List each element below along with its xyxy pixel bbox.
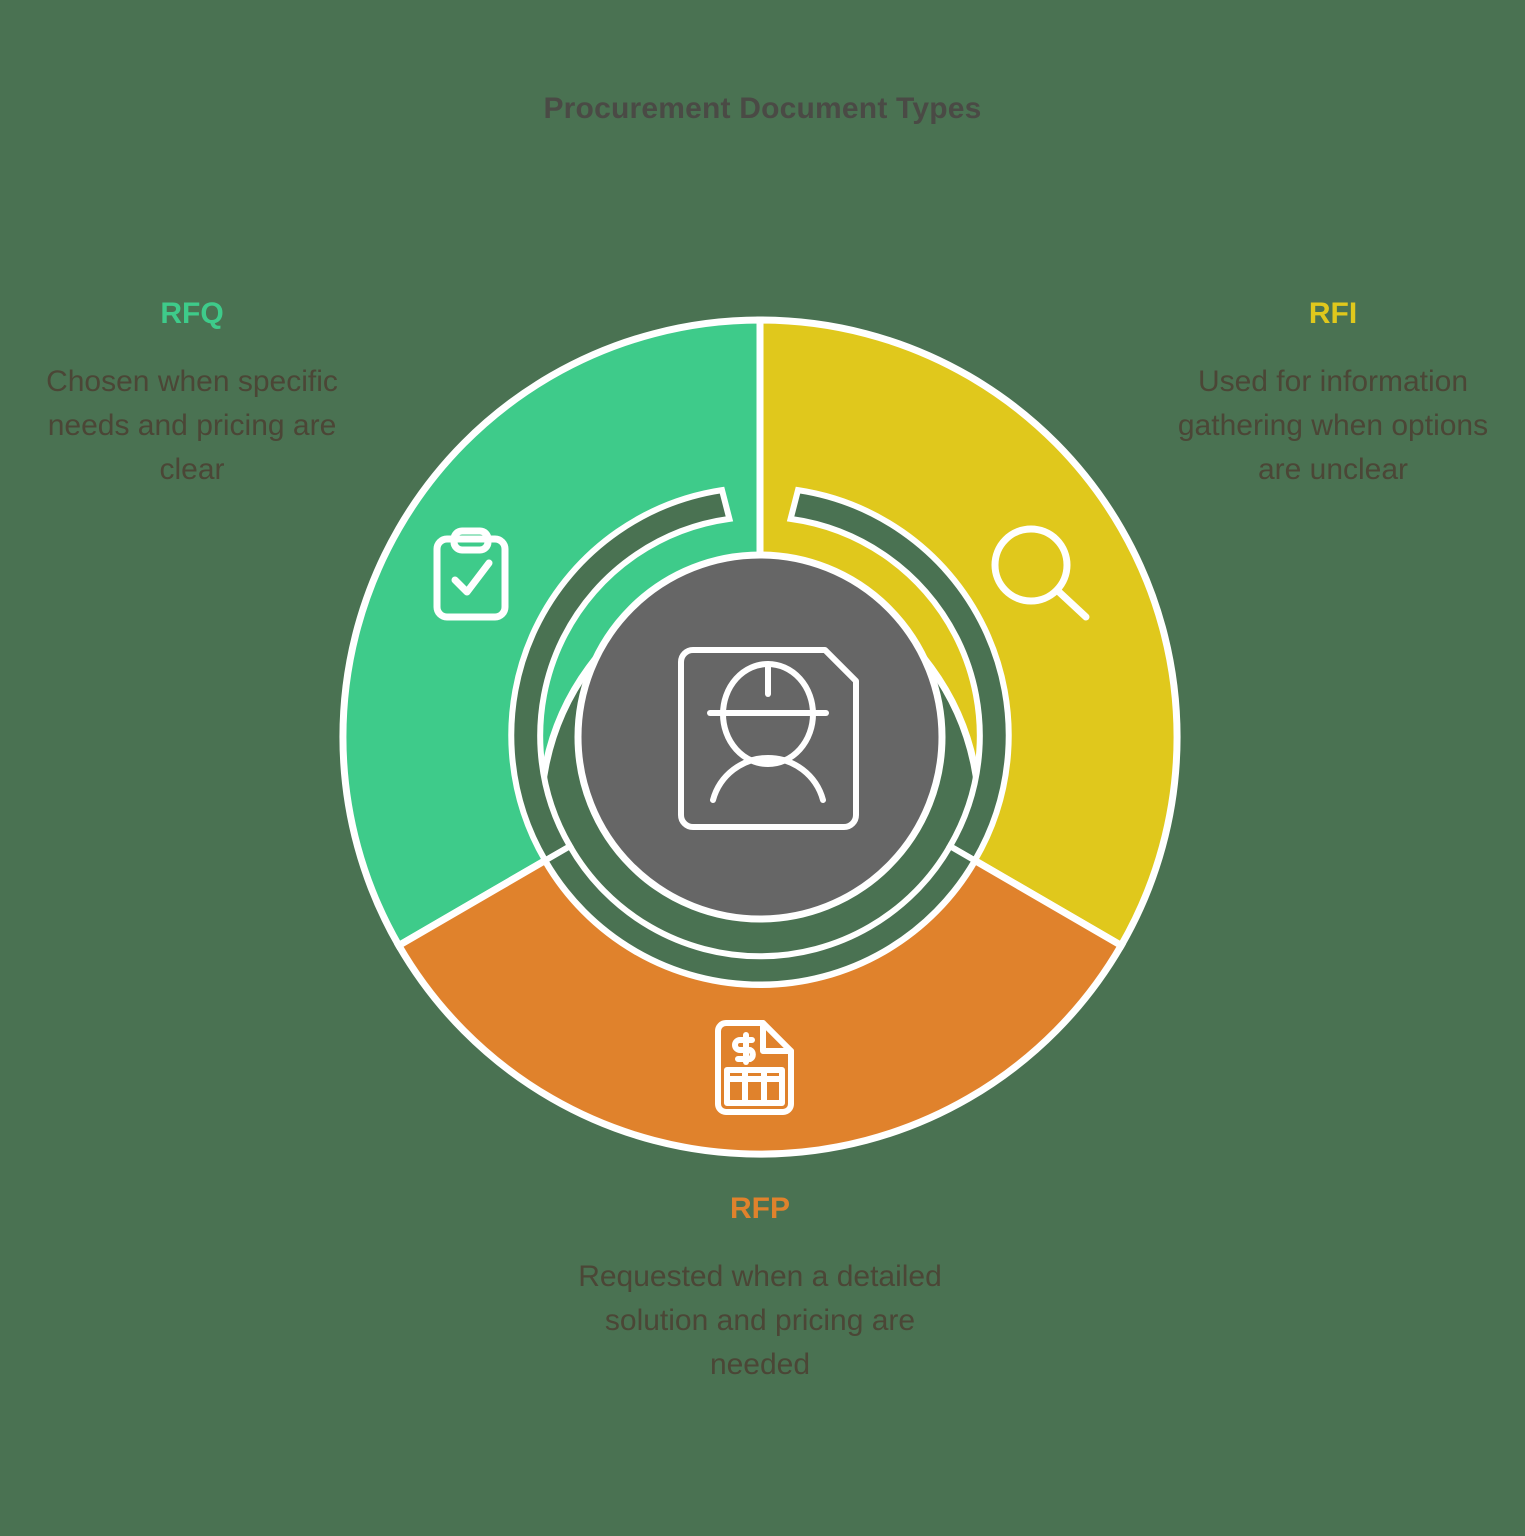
panel-rfi-description: Used for information gathering when opti… [1177, 365, 1489, 487]
spoke-rfp [541, 842, 979, 988]
panel-rfi: RFI Used for information gathering when … [1163, 297, 1503, 492]
panel-rfq-description: Chosen when specific needs and pricing a… [46, 365, 338, 487]
panel-rfq-label: RFQ [160, 297, 224, 330]
panel-rfi-label: RFI [1308, 297, 1358, 330]
panel-rfp: RFP Requested when a detailed solution a… [555, 1192, 965, 1387]
panel-rfp-description: Requested when a detailed solution and p… [578, 1260, 942, 1382]
clipboard-check-icon [433, 527, 509, 621]
id-card-person-hardhat-icon [678, 647, 859, 830]
invoice-dollar-icon [715, 1020, 794, 1115]
page-title: Procurement Document Types [543, 92, 982, 125]
panel-rfq: RFQ Chosen when specific needs and prici… [22, 297, 362, 492]
panel-rfp-label: RFP [730, 1192, 790, 1225]
magnifying-glass-icon [991, 525, 1090, 621]
center-circle [574, 551, 946, 923]
